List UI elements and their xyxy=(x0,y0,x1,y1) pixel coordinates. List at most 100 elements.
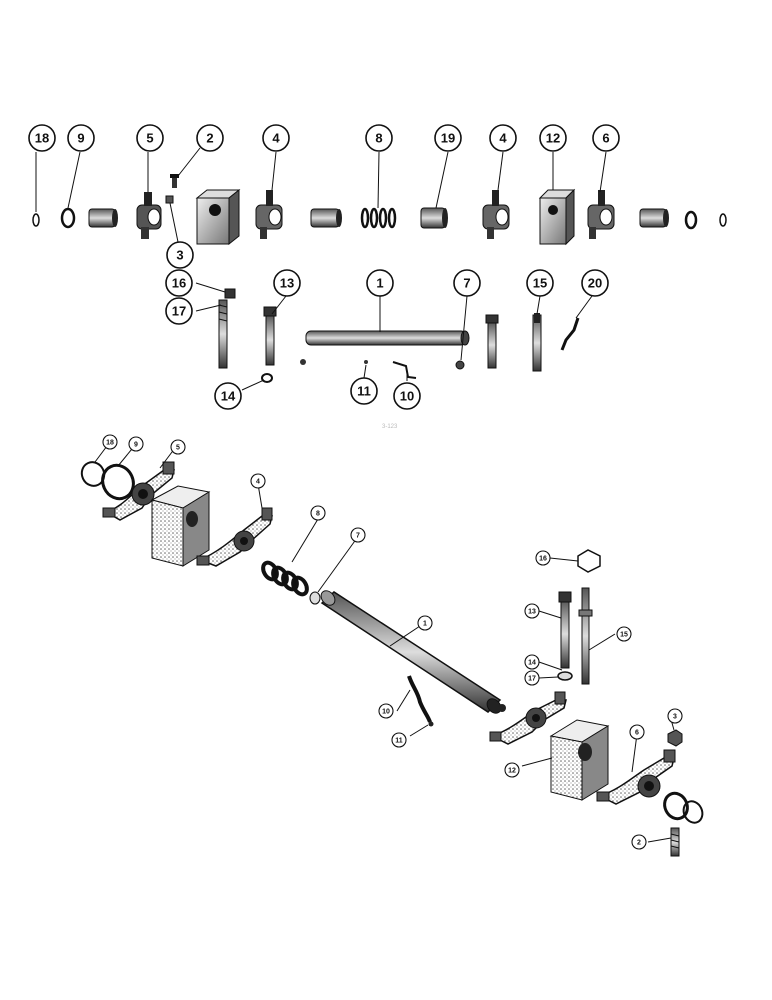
callout-number: 17 xyxy=(172,304,186,319)
nut-part xyxy=(667,729,683,747)
spring-part xyxy=(261,560,309,597)
bushing-part xyxy=(88,208,118,228)
rocker-shaft-part xyxy=(305,330,470,346)
bushing-part xyxy=(310,208,342,228)
callout-number: 18 xyxy=(35,131,49,146)
spacer-part xyxy=(420,207,448,229)
figure-code: 3-123 xyxy=(382,424,398,430)
callout-number: 8 xyxy=(375,131,382,146)
callout-circle xyxy=(165,269,193,297)
callout-number: 11 xyxy=(357,384,371,399)
snap-ring-part xyxy=(80,461,106,487)
rocker-arm-part xyxy=(587,190,615,239)
callout-number: 2 xyxy=(206,131,213,146)
washer-part xyxy=(663,791,689,821)
callout-circle xyxy=(539,124,567,152)
callout-circle xyxy=(166,241,194,269)
nut-part xyxy=(300,359,306,365)
rocker-arm-part xyxy=(136,192,162,239)
callout-number: 19 xyxy=(441,131,455,146)
pushrod-tube-part xyxy=(560,317,580,351)
stud-part xyxy=(532,313,542,372)
callout-circle xyxy=(262,124,290,152)
callout-circle xyxy=(128,436,144,452)
rocker-arm-part xyxy=(482,190,510,239)
bracket-block-part xyxy=(549,719,610,801)
callout-circle xyxy=(365,124,393,152)
callout-circle xyxy=(535,550,551,566)
callout-number: 6 xyxy=(635,730,639,737)
callout-number: 8 xyxy=(316,511,320,518)
top-leader-lines xyxy=(35,147,607,391)
callout-number: 15 xyxy=(533,276,547,291)
callout-number: 16 xyxy=(539,556,547,563)
callout-number: 20 xyxy=(588,276,602,291)
washer-part xyxy=(101,463,135,501)
callout-number: 7 xyxy=(356,533,360,540)
adjusting-screw-part xyxy=(218,288,236,369)
callout-number: 13 xyxy=(528,609,536,616)
callout-circle xyxy=(214,382,242,410)
nut-part xyxy=(577,549,601,573)
bolt-part xyxy=(485,314,499,369)
callout-number: 11 xyxy=(395,738,403,745)
rocker-arm-part xyxy=(196,507,273,567)
callout-number: 4 xyxy=(256,479,260,486)
top-exploded-row xyxy=(32,174,727,383)
callout-number: 3 xyxy=(176,248,183,263)
snap-ring-part xyxy=(719,213,727,227)
rocker-arm-part xyxy=(102,461,175,521)
callout-number: 13 xyxy=(280,276,294,291)
plug-part xyxy=(428,721,434,727)
bolt-part xyxy=(263,306,277,366)
screw-part xyxy=(670,827,680,857)
rocker-arm-part xyxy=(255,190,283,239)
plug-part xyxy=(309,591,321,605)
callout-circle xyxy=(391,732,407,748)
callout-number: 14 xyxy=(528,660,536,667)
callout-circle xyxy=(310,505,326,521)
bracket-block-part xyxy=(195,188,241,246)
callout-number: 17 xyxy=(528,676,536,683)
callout-circle xyxy=(629,724,645,740)
callout-number: 12 xyxy=(546,131,560,146)
oil-tube-part xyxy=(407,675,432,723)
bracket-block-part xyxy=(150,485,211,567)
callout-number: 10 xyxy=(382,709,390,716)
rocker-arm-part xyxy=(489,691,567,745)
callout-circle xyxy=(67,124,95,152)
callout-circle xyxy=(393,382,421,410)
callout-number: 9 xyxy=(77,131,84,146)
callout-circle xyxy=(434,124,462,152)
callout-number: 4 xyxy=(272,131,280,146)
stud-part xyxy=(578,587,593,685)
callout-number: 2 xyxy=(637,840,641,847)
callout-number: 6 xyxy=(602,131,609,146)
oil-tube-part xyxy=(392,361,417,379)
callout-number: 4 xyxy=(499,131,507,146)
bottom-assembly-view xyxy=(80,461,704,857)
rocker-arm-part xyxy=(596,749,676,805)
plug-part xyxy=(364,360,368,364)
callout-circle xyxy=(273,269,301,297)
callout-number: 9 xyxy=(134,442,138,449)
callout-number: 5 xyxy=(176,445,180,452)
washer-part xyxy=(557,671,573,681)
callout-circle xyxy=(524,670,540,686)
callout-number: 18 xyxy=(106,440,114,447)
callout-number: 7 xyxy=(463,276,470,291)
callout-circle xyxy=(489,124,517,152)
callout-circle xyxy=(526,269,554,297)
callout-circle xyxy=(165,297,193,325)
callout-circle xyxy=(631,834,647,850)
callout-circle xyxy=(366,269,394,297)
callout-circle xyxy=(250,473,266,489)
callout-number: 14 xyxy=(221,389,236,404)
rocker-shaft-part xyxy=(320,590,502,714)
screw-part xyxy=(170,174,179,188)
callout-number: 10 xyxy=(400,389,414,404)
bracket-block-part xyxy=(538,188,576,246)
callout-number: 16 xyxy=(172,276,186,291)
plug-part xyxy=(455,360,465,370)
